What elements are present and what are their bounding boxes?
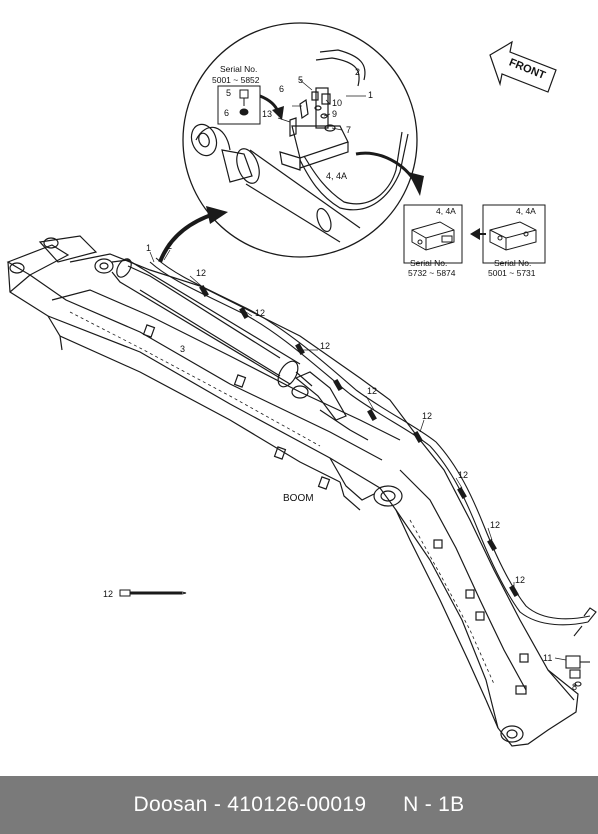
footer-bar: Doosan - 410126-00019 N - 1B (0, 776, 598, 834)
boom-label: BOOM (283, 493, 314, 504)
detail-view (182, 22, 424, 258)
detail-serial-box (217, 85, 261, 125)
callout-12-d: 12 (367, 386, 377, 396)
detail-callout-1: 1 (368, 90, 373, 100)
valve-box-right-label: 4, 4A (516, 206, 536, 216)
detail-circle (182, 22, 418, 258)
detail-callout-4-4a: 4, 4A (326, 171, 347, 181)
detail-callout-5b: 5 (298, 75, 303, 85)
callout-8: 8 (572, 682, 577, 692)
valve-box-left-serial-range: 5732 ~ 5874 (408, 268, 456, 278)
detail-callout-13: 13 (262, 109, 272, 119)
detail-labels: Serial No. 5001 ~ 5852 5 6 5 6 13 10 9 7… (212, 64, 373, 181)
detail-callout-7: 7 (346, 125, 351, 135)
detail-pointer-arrow (158, 212, 215, 263)
detail-serial-range: 5001 ~ 5852 (212, 75, 260, 85)
valve-box-right-serial-range: 5001 ~ 5731 (488, 268, 536, 278)
hose-lines (149, 257, 597, 637)
valve-box-arrow (470, 228, 480, 240)
callout-12-a: 12 (196, 268, 206, 278)
valve-box-labels: 4, 4A Serial No. 5732 ~ 5874 4, 4A Seria… (408, 206, 536, 278)
callout-12-c: 12 (320, 341, 330, 351)
valve-box-left (403, 204, 463, 264)
detail-callout-6b: 6 (279, 84, 284, 94)
tube-fittings (565, 655, 590, 687)
callout-1: 1 (146, 243, 151, 253)
cable-tie (119, 589, 187, 597)
callout-3: 3 (180, 344, 185, 354)
callout-2: 2 (167, 241, 172, 251)
detail-callout-2: 2 (355, 67, 360, 77)
valve-box-left-label: 4, 4A (436, 206, 456, 216)
leader-lines (149, 79, 577, 687)
detail-callout-6a: 6 (224, 108, 229, 118)
detail-callout-5a: 5 (226, 88, 231, 98)
front-arrow: FRONT (489, 40, 557, 93)
boom-cylinder (111, 258, 313, 388)
callout-12-e: 12 (422, 411, 432, 421)
footer-part-number: Doosan - 410126-00019 N - 1B (133, 793, 465, 816)
valve-box-right-serial-title: Serial No. (494, 258, 531, 268)
detail-pointer-arrowhead (206, 206, 228, 224)
callouts: 1 2 3 12 12 12 12 12 12 12 12 11 8 12 BO… (103, 241, 577, 692)
callout-12-tie: 12 (103, 589, 113, 599)
callout-12-b: 12 (255, 308, 265, 318)
boom-diagram: FRONT (6, 22, 597, 747)
callout-11: 11 (543, 653, 552, 663)
detail-serial-title: Serial No. (220, 64, 257, 74)
detail-callout-10: 10 (332, 98, 342, 108)
detail-callout-9: 9 (332, 109, 337, 119)
callout-12-h: 12 (515, 575, 525, 585)
callout-12-f: 12 (458, 470, 468, 480)
diagram-area: FRONT (6, 22, 597, 747)
hose-clamps (199, 284, 519, 598)
valve-box-left-serial-title: Serial No. (410, 258, 447, 268)
valve-box-right (482, 204, 546, 264)
callout-12-g: 12 (490, 520, 500, 530)
boom-structure (6, 235, 579, 747)
